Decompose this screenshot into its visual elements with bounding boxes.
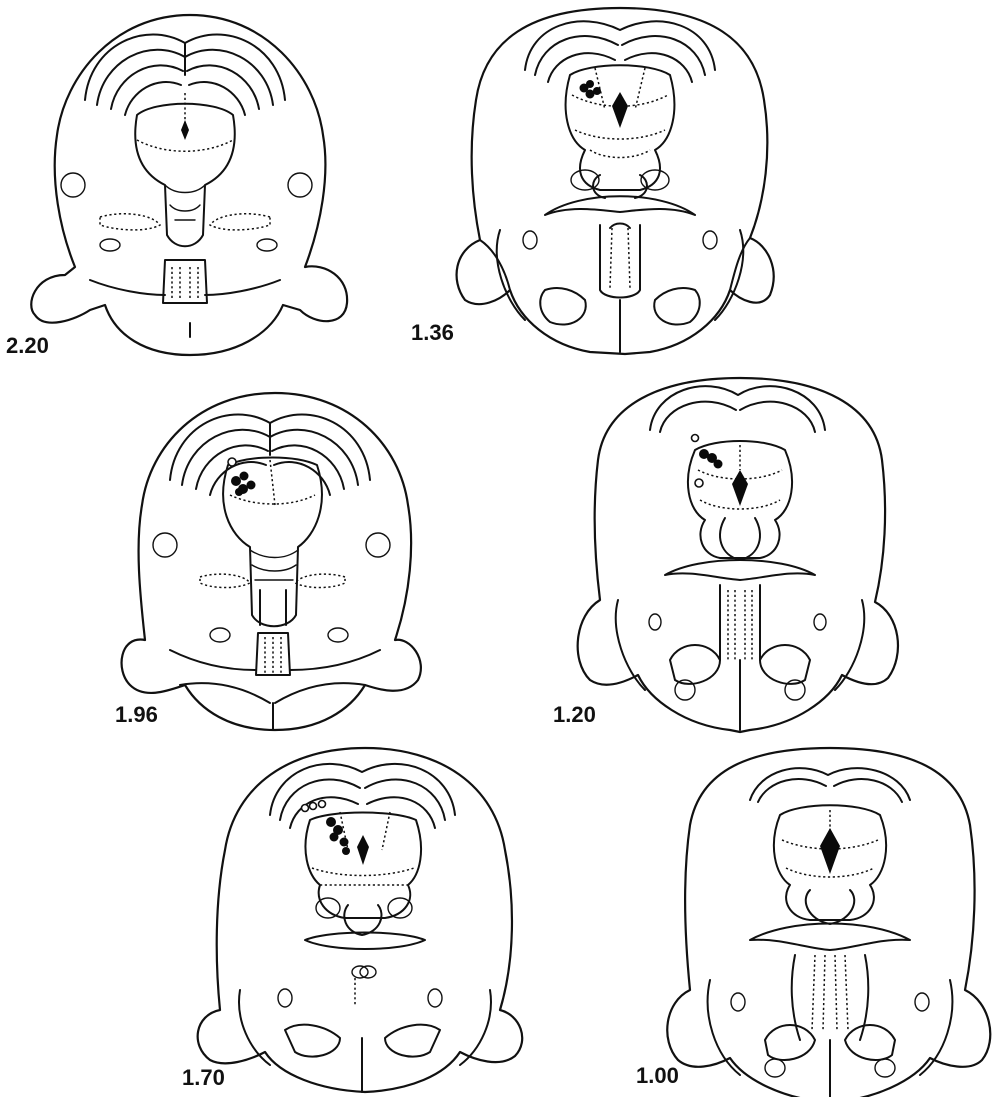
section-label-1-70: 1.70 — [182, 1065, 225, 1090]
section-1-70 — [198, 748, 523, 1092]
section-label-2-20: 2.20 — [6, 333, 49, 358]
section-label-1-00: 1.00 — [636, 1063, 679, 1088]
section-1-96 — [122, 393, 421, 730]
section-label-1-20: 1.20 — [553, 702, 596, 727]
section-2-20 — [31, 15, 347, 355]
section-1-36 — [457, 8, 774, 354]
section-1-00 — [667, 748, 990, 1097]
section-label-1-36: 1.36 — [411, 320, 454, 345]
section-label-1-96: 1.96 — [115, 702, 158, 727]
section-1-20 — [578, 378, 898, 732]
